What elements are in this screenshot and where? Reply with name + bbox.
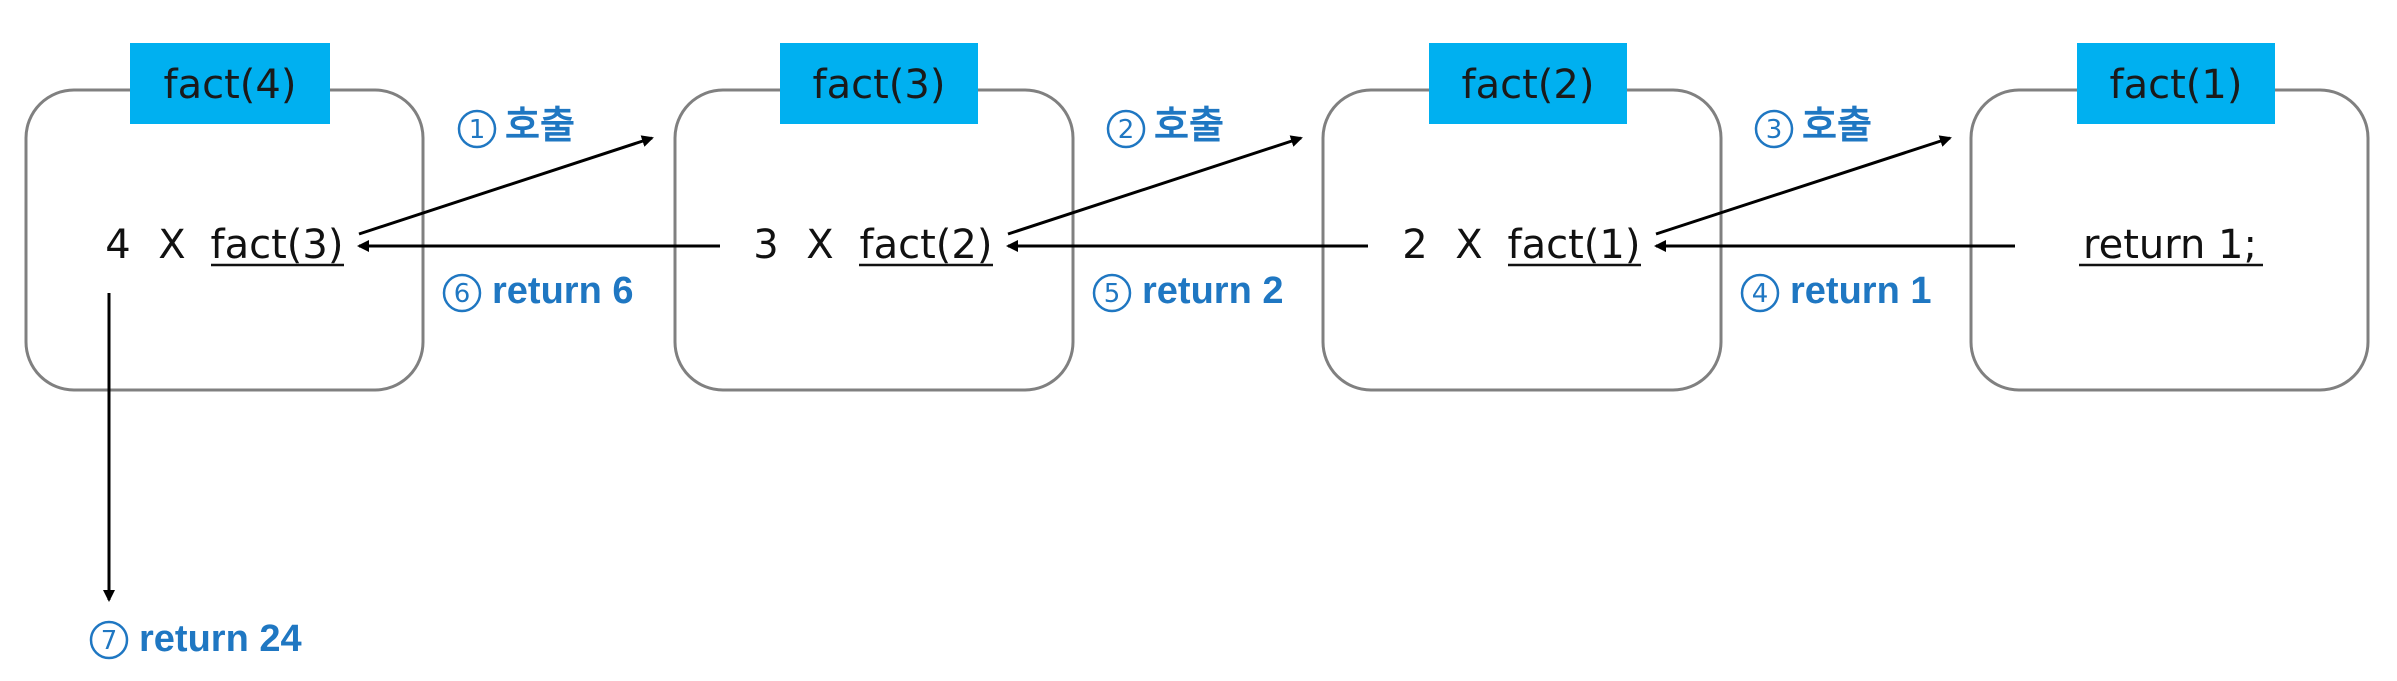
- step-text: 호출: [1154, 105, 1224, 147]
- step-number: 5: [1104, 279, 1121, 309]
- step-text: 호출: [505, 105, 575, 147]
- frame-tab: [1429, 43, 1627, 124]
- step-text: return 24: [139, 618, 302, 660]
- times-symbol: X: [806, 222, 833, 268]
- frame-fact-3: fact(3) 3 X fact(2): [673, 43, 1075, 392]
- base-case-text: return 1;: [2083, 222, 2257, 268]
- step-number: 4: [1752, 279, 1769, 309]
- frame-tab-label: fact(2): [1462, 62, 1595, 108]
- step-number-circle: [1754, 109, 1794, 149]
- step-number: 2: [1118, 115, 1135, 145]
- multiplier-text: 4: [105, 222, 130, 268]
- times-symbol: X: [158, 222, 185, 268]
- step-label-4: 4 return 1: [1740, 270, 1931, 313]
- frame-tab: [780, 43, 978, 124]
- step-number-circle: [1740, 273, 1780, 313]
- step-label-1: 1 호출: [457, 105, 575, 149]
- frame-tab-label: fact(4): [164, 62, 297, 108]
- step-label-2: 2 호출: [1106, 105, 1224, 149]
- call-arrow-2: [1007, 135, 1303, 236]
- step-number-circle: [1106, 109, 1146, 149]
- multiplier-text: 2: [1402, 222, 1427, 268]
- frame-tab: [2077, 43, 2275, 124]
- step-text: return 6: [492, 270, 633, 312]
- step-text: return 1: [1790, 270, 1931, 312]
- step-number-circle: [457, 109, 497, 149]
- step-number-circle: [442, 273, 482, 313]
- step-number-circle: [89, 620, 129, 660]
- frame-fact-1: fact(1) return 1;: [1969, 43, 2370, 392]
- times-symbol: X: [1455, 222, 1482, 268]
- step-text: return 2: [1142, 270, 1283, 312]
- step-label-3: 3 호출: [1754, 105, 1872, 149]
- step-number: 3: [1766, 115, 1783, 145]
- step-number: 7: [101, 626, 118, 656]
- step-label-6: 6 return 6: [442, 270, 633, 313]
- frame-tab-label: fact(3): [813, 62, 946, 108]
- step-number: 6: [454, 279, 471, 309]
- call-arrow-1: [358, 135, 654, 236]
- frame-tab: [130, 43, 330, 124]
- frame-fact-4: fact(4) 4 X fact(3): [24, 43, 425, 392]
- step-number-circle: [1092, 273, 1132, 313]
- step-text: 호출: [1802, 105, 1872, 147]
- step-number: 1: [469, 115, 486, 145]
- recursive-call-text: fact(1): [1508, 222, 1641, 268]
- frame-tab-label: fact(1): [2110, 62, 2243, 108]
- call-arrow-3: [1655, 135, 1952, 236]
- step-label-7: 7 return 24: [89, 618, 302, 660]
- step-label-5: 5 return 2: [1092, 270, 1283, 313]
- multiplier-text: 3: [753, 222, 778, 268]
- frame-fact-2: fact(2) 2 X fact(1): [1321, 43, 1723, 392]
- recursive-call-text: fact(2): [860, 222, 993, 268]
- recursive-call-text: fact(3): [211, 222, 344, 268]
